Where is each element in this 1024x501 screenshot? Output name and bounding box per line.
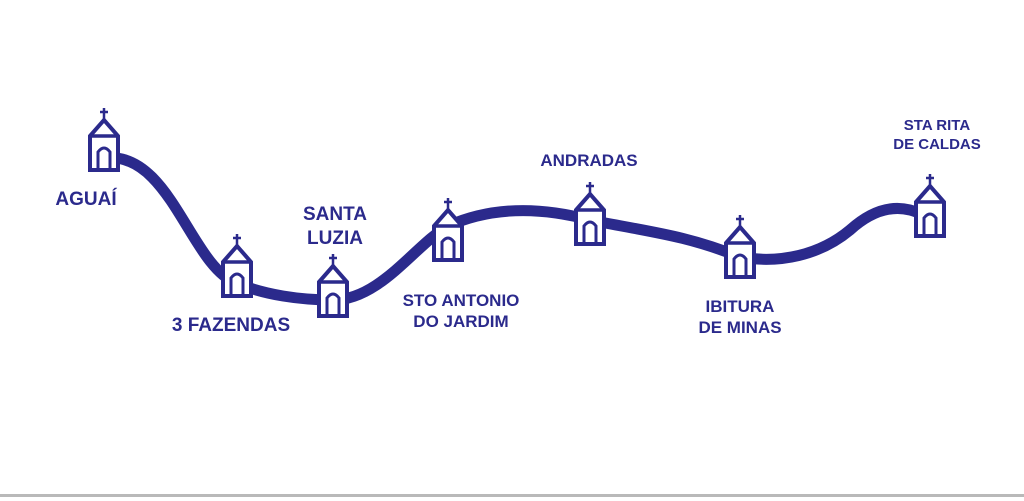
stop-label-ibitura: IBITURA DE MINAS — [698, 297, 782, 338]
church-icon-sta-rita — [914, 174, 946, 238]
stop-label-3-fazendas: 3 FAZENDAS — [171, 315, 291, 336]
stop-label-andradas: ANDRADAS — [540, 151, 638, 170]
stop-label-aguai: AGUAÍ — [55, 189, 117, 210]
church-icon-ibitura — [724, 215, 756, 279]
church-icon-santa-luzia — [317, 254, 349, 318]
bottom-divider — [0, 494, 1024, 497]
stop-label-sto-antonio: STO ANTONIO DO JARDIM — [402, 291, 520, 332]
church-icon-andradas — [574, 182, 606, 246]
stop-label-sta-rita: STA RITA DE CALDAS — [893, 117, 981, 153]
church-icon-aguai — [88, 108, 120, 172]
stop-label-santa-luzia: SANTA LUZIA — [302, 204, 368, 249]
church-icon-3-fazendas — [221, 234, 253, 298]
church-icon-sto-antonio — [432, 198, 464, 262]
